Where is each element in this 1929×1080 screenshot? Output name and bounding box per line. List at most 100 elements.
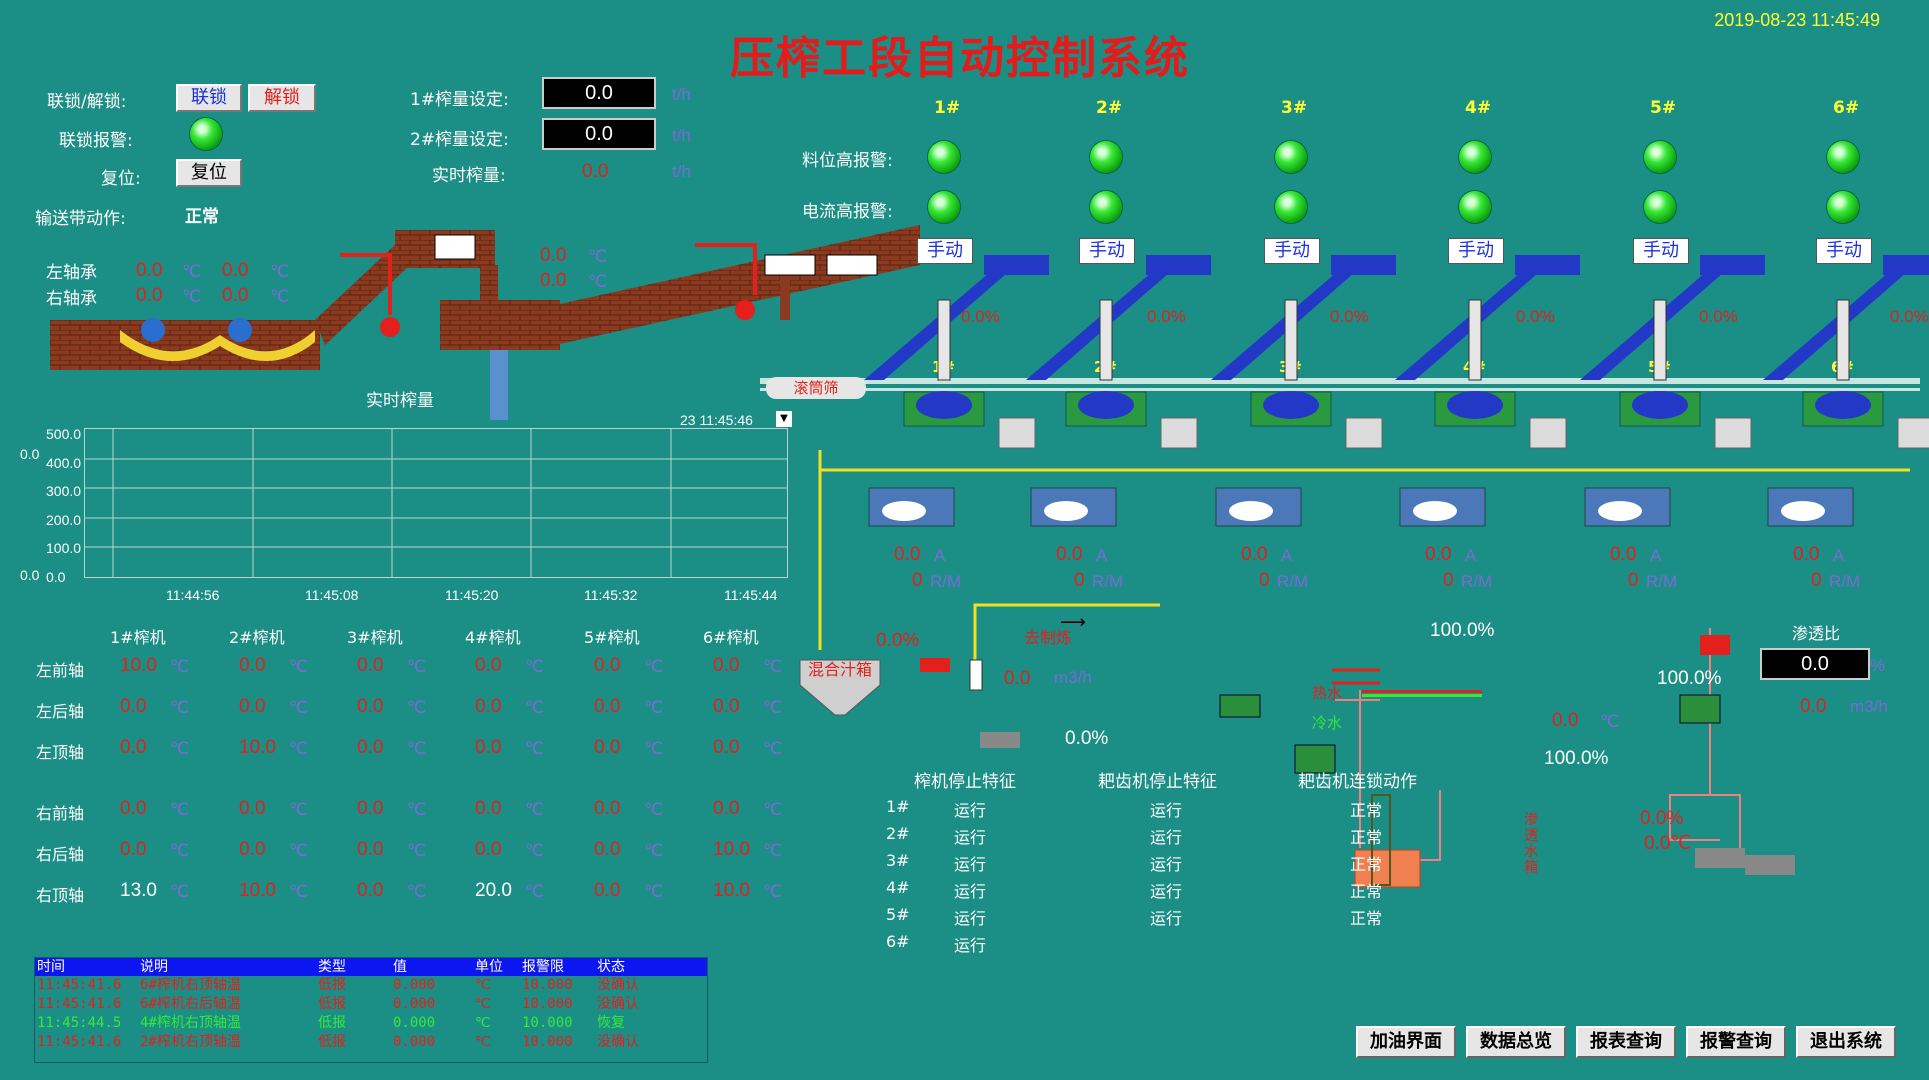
press-unit-part	[1781, 501, 1825, 521]
bearing-temp-value: 0.0	[120, 839, 147, 860]
temp-table-row-label: 左后轴	[36, 702, 85, 721]
interlock-alarm-indicator	[190, 118, 222, 150]
bearing-temp-value: 0.0	[475, 798, 502, 819]
alarm-log-column-header: 单位	[475, 959, 503, 975]
realtime-press-value: 0.0	[582, 161, 609, 182]
rake-interlock-status: 正常	[1350, 855, 1383, 874]
bearing-temp-value: 0.0	[475, 696, 502, 717]
bearing-temp-value: 0.0	[357, 798, 384, 819]
bearing-temp-value: 0.0	[120, 798, 147, 819]
manual-mode-button[interactable]: 手动	[1264, 238, 1320, 264]
temp-unit: ℃	[407, 698, 427, 717]
seep-ratio-input[interactable]: 0.0	[1760, 648, 1870, 680]
manual-mode-button[interactable]: 手动	[1633, 238, 1689, 264]
press-set1-input[interactable]: 0.0	[542, 77, 656, 109]
nav-button[interactable]: 退出系统	[1796, 1026, 1896, 1058]
press-set2-input[interactable]: 0.0	[542, 118, 656, 150]
trend-chart	[84, 428, 788, 578]
motor-current-value: 0.0	[1056, 544, 1083, 565]
temp-unit: ℃	[644, 841, 664, 860]
alarm-log-cell: ℃	[475, 996, 491, 1012]
trend-x-tick: 11:45:32	[584, 587, 638, 603]
trend-y-tick: 400.0	[46, 454, 82, 471]
alarm-log-cell: ℃	[475, 1015, 491, 1031]
press-stop-status: 运行	[954, 909, 987, 928]
nav-button[interactable]: 加油界面	[1356, 1026, 1456, 1058]
temp-unit: ℃	[170, 698, 190, 717]
temp-unit: ℃	[644, 800, 664, 819]
conveyor-status: 正常	[185, 207, 219, 227]
motor-current-unit: A	[1465, 546, 1477, 565]
status-row-id: 5#	[886, 905, 910, 924]
press-set2-unit: t/h	[672, 126, 691, 145]
press-unit-part	[1815, 391, 1871, 419]
machine-id-label: 2#	[1096, 98, 1123, 118]
nav-button[interactable]: 数据总览	[1466, 1026, 1566, 1058]
interlock-alarm-label: 联锁报警:	[59, 131, 133, 151]
bearing-temp-value: 0.0	[357, 737, 384, 758]
level-alarm-indicator	[1275, 141, 1307, 173]
bearing-temp-value: 10.0	[239, 737, 276, 758]
motor-current-value: 0.0	[894, 544, 921, 565]
press-unit-part	[1099, 299, 1113, 381]
trend-y-tick: 300.0	[46, 483, 82, 499]
bearing-temp-value: 0.0	[594, 696, 621, 717]
bearing-temp-value: 13.0	[120, 880, 157, 901]
roller-screen-label: 滚筒筛	[766, 377, 866, 399]
temp-unit: ℃	[763, 800, 783, 819]
motor-speed-value: 0	[1074, 570, 1085, 591]
juice-process-graphic	[799, 452, 1795, 888]
alarm-log-cell: 低报	[318, 1034, 346, 1050]
trend-dropdown-button[interactable]: ▼	[776, 411, 792, 427]
press-unit-part	[1653, 299, 1667, 381]
roller-gear-icon	[141, 318, 165, 342]
temp-unit: ℃	[763, 739, 783, 758]
press-unit-part	[916, 391, 972, 419]
trend-y-tick: 200.0	[46, 511, 82, 528]
temp-unit: ℃	[407, 657, 427, 676]
manual-mode-button[interactable]: 手动	[917, 238, 973, 264]
alarm-log-cell: ℃	[475, 977, 491, 993]
current-alarm-indicator	[928, 191, 960, 223]
rake-interlock-status: 正常	[1350, 801, 1383, 820]
current-alarm-indicator	[1090, 191, 1122, 223]
alarm-log-cell: 6#榨机右后轴温	[140, 996, 241, 1012]
motor-current-unit: A	[1096, 546, 1108, 565]
machine-id-label: 5#	[1650, 98, 1677, 118]
manual-mode-button[interactable]: 手动	[1448, 238, 1504, 264]
bearing-temp-value: 20.0	[475, 880, 512, 901]
nav-button[interactable]: 报警查询	[1686, 1026, 1786, 1058]
seep-tank-level: 0.0%	[1640, 808, 1684, 829]
realtime-press-label: 实时榨量:	[432, 166, 506, 186]
bearing-temp-value: 10.0	[713, 880, 750, 901]
manual-mode-button[interactable]: 手动	[1816, 238, 1872, 264]
interlock-button[interactable]: 联锁	[176, 84, 242, 112]
feed-level-percent: 0.0%	[1330, 307, 1369, 326]
bearing-temp-value: 0.0	[594, 737, 621, 758]
temp-unit: ℃	[182, 287, 202, 306]
trend-timestamp: 23 11:45:46	[680, 412, 753, 428]
mix-tank-level: 0.0%	[876, 630, 920, 651]
status-row-id: 6#	[886, 932, 910, 951]
reset-button[interactable]: 复位	[176, 159, 242, 187]
press-unit-part	[1836, 299, 1850, 381]
feed-level-percent: 0.0%	[1516, 307, 1555, 326]
temp-unit: ℃	[170, 739, 190, 758]
nav-button[interactable]: 报表查询	[1576, 1026, 1676, 1058]
left-bearing-temp-2: 0.0	[222, 260, 249, 281]
motor-icon	[764, 254, 816, 276]
manual-mode-button[interactable]: 手动	[1079, 238, 1135, 264]
hot-water-label: 热水	[1312, 684, 1343, 702]
seep-flow-value: 0.0	[1800, 696, 1827, 717]
temp-unit: ℃	[407, 882, 427, 901]
bearing-temp-value: 10.0	[120, 655, 157, 676]
motor-icon	[434, 234, 476, 260]
temp-unit: ℃	[644, 657, 664, 676]
unlock-button[interactable]: 解锁	[248, 84, 316, 112]
press-stop-status: 运行	[954, 882, 987, 901]
